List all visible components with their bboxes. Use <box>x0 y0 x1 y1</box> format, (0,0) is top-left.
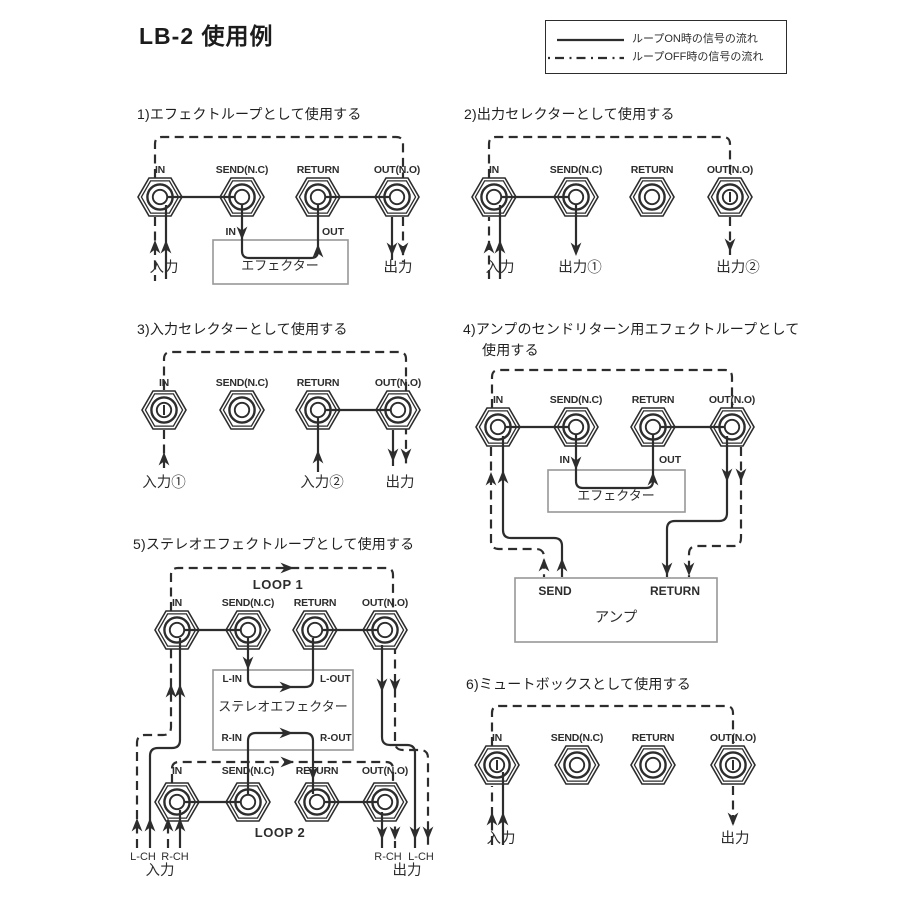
d4-solid <box>501 425 729 577</box>
d5-input-rch-label: R-CH <box>161 851 189 863</box>
d4-jack-label-return: RETURN <box>631 394 675 406</box>
d5-output-rch-label: R-CH <box>374 851 402 863</box>
diagram3-title: 3)入力セレクターとして使用する <box>137 321 348 337</box>
loop1-label: LOOP 1 <box>252 577 304 592</box>
d1-input-label: 入力 <box>149 260 179 276</box>
legend-line-samples <box>548 38 624 60</box>
d1-jack-label-in: IN <box>154 164 166 176</box>
d4-jack-label-in: IN <box>492 394 504 406</box>
d2-jack-label-send: SEND(N.C) <box>549 164 603 176</box>
page-title: LB-2 使用例 <box>139 23 274 49</box>
loop2-label: LOOP 2 <box>254 825 306 840</box>
jack-center-pins <box>163 192 734 770</box>
d4-effector-in-label: IN <box>559 454 571 466</box>
d5-loop2-jack-label-in: IN <box>171 765 183 777</box>
d2-jack-return <box>628 176 676 218</box>
diagram1-title: 1)エフェクトループとして使用する <box>137 106 362 122</box>
d3-dashed <box>162 350 408 470</box>
d2-jack-label-return: RETURN <box>630 164 674 176</box>
d6-jack-label-in: IN <box>491 732 503 744</box>
amp-return-label: RETURN <box>650 584 700 598</box>
d3-jack-send <box>218 389 266 431</box>
d6-dashed <box>490 704 735 845</box>
d5-loop1-jack-label-return: RETURN <box>293 597 337 609</box>
d2-jack-label-in: IN <box>488 164 500 176</box>
amp-label: アンプ <box>594 610 638 626</box>
d3-input1-label: 入力① <box>142 475 186 491</box>
d5-loop2-jack-label-send: SEND(N.C) <box>221 765 275 777</box>
d5-input-lch-label: L-CH <box>130 851 156 863</box>
amp-send-label: SEND <box>538 584 572 598</box>
stereo-r-in-label: R-IN <box>221 733 242 744</box>
d6-input-label: 入力 <box>486 831 516 847</box>
d6-jack-return <box>629 744 677 786</box>
d2-output1-label: 出力① <box>558 260 602 276</box>
d3-jack-label-in: IN <box>158 377 170 389</box>
diagram4-title-line2: 使用する <box>482 342 539 358</box>
d6-output-label: 出力 <box>720 831 750 847</box>
d5-loop1-jack-label-out: OUT(N.O) <box>361 597 409 609</box>
d6-jack-send <box>553 744 601 786</box>
d4-dashed <box>489 368 743 577</box>
d1-effector-label: エフェクター <box>241 258 319 273</box>
d4-effector-label: エフェクター <box>577 488 655 503</box>
d2-output2-label: 出力② <box>716 260 760 276</box>
diagram2-title: 2)出力セレクターとして使用する <box>464 106 675 122</box>
d1-effector-in-label: IN <box>225 226 237 238</box>
d4-jack-label-out: OUT(N.O) <box>708 394 756 406</box>
d6-jack-label-return: RETURN <box>631 732 675 744</box>
d1-jack-label-send: SEND(N.C) <box>215 164 269 176</box>
effector-box-4 <box>547 469 686 513</box>
d1-jack-label-return: RETURN <box>296 164 340 176</box>
d5-output-lch-label: L-CH <box>408 851 434 863</box>
d1-effector-out-label: OUT <box>322 226 345 238</box>
amp-box <box>514 577 718 643</box>
stereo-effector-label: ステレオエフェクター <box>218 699 348 714</box>
d2-jack-label-out: OUT(N.O) <box>706 164 754 176</box>
d1-output-label: 出力 <box>383 260 413 276</box>
d5-solid <box>148 628 417 848</box>
d5-dashed <box>135 566 430 848</box>
d6-jack-label-send: SEND(N.C) <box>550 732 604 744</box>
stereo-r-out-label: R-OUT <box>320 733 352 744</box>
d5-input-label: 入力 <box>145 863 175 879</box>
legend-box <box>545 20 787 74</box>
d6-jack-label-out: OUT(N.O) <box>709 732 757 744</box>
d2-input-label: 入力 <box>485 260 515 276</box>
d5-output-label: 出力 <box>392 863 422 879</box>
d5-loop1-jack-label-send: SEND(N.C) <box>221 597 275 609</box>
diagram5-title: 5)ステレオエフェクトループとして使用する <box>133 536 415 552</box>
legend-on-label: ループON時の信号の流れ <box>632 33 758 45</box>
d5-loop1-jack-label-in: IN <box>171 597 183 609</box>
device-boxes <box>212 239 718 751</box>
d3-jack-label-return: RETURN <box>296 377 340 389</box>
stereo-l-out-label: L-OUT <box>320 674 351 685</box>
d4-effector-out-label: OUT <box>659 454 682 466</box>
d3-jack-label-out: OUT(N.O) <box>374 377 422 389</box>
d3-jack-label-send: SEND(N.C) <box>215 377 269 389</box>
legend-off-label: ループOFF時の信号の流れ <box>632 51 764 63</box>
diagram6-title: 6)ミュートボックスとして使用する <box>466 676 692 692</box>
d4-jack-label-send: SEND(N.C) <box>549 394 603 406</box>
d2-dashed <box>487 135 732 279</box>
d1-jack-label-out: OUT(N.O) <box>373 164 421 176</box>
d3-input2-label: 入力② <box>300 475 344 491</box>
d5-loop2-jack-label-return: RETURN <box>295 765 339 777</box>
d3-output-label: 出力 <box>385 475 415 491</box>
d5-loop2-jack-label-out: OUT(N.O) <box>361 765 409 777</box>
loop-on-paths <box>148 195 729 848</box>
diagram4-title-line1: 4)アンプのセンドリターン用エフェクトループとして <box>463 321 800 337</box>
stereo-l-in-label: L-IN <box>222 674 242 685</box>
effector-box-1 <box>212 239 349 285</box>
